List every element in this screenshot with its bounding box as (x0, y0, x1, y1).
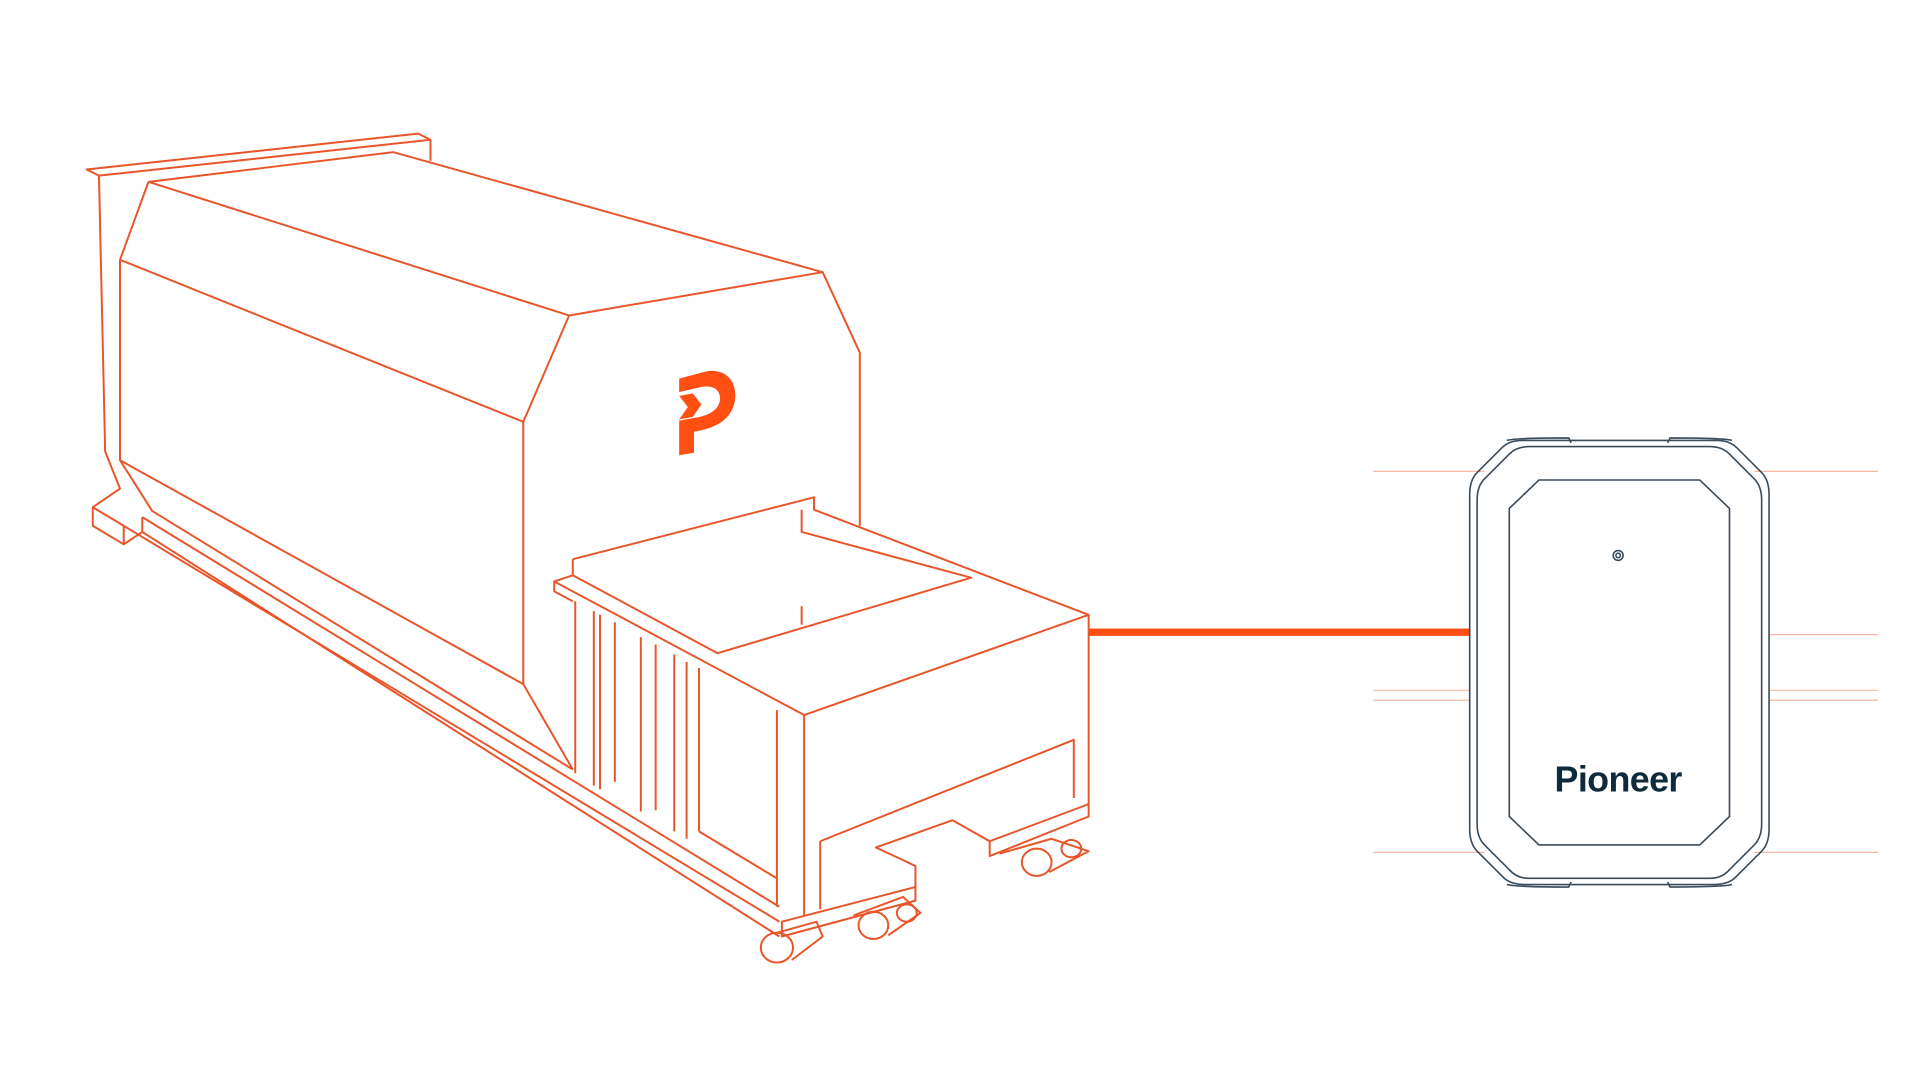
guide-lines (1373, 470, 1878, 853)
wheels (759, 837, 1090, 964)
pioneer-p-logo-icon (679, 370, 736, 456)
status-led-icon (1612, 549, 1624, 562)
brand-label: Pioneer (1555, 760, 1683, 800)
compactor-illustration (85, 132, 1090, 964)
pioneer-sensor-device: Pioneer (1468, 437, 1770, 888)
